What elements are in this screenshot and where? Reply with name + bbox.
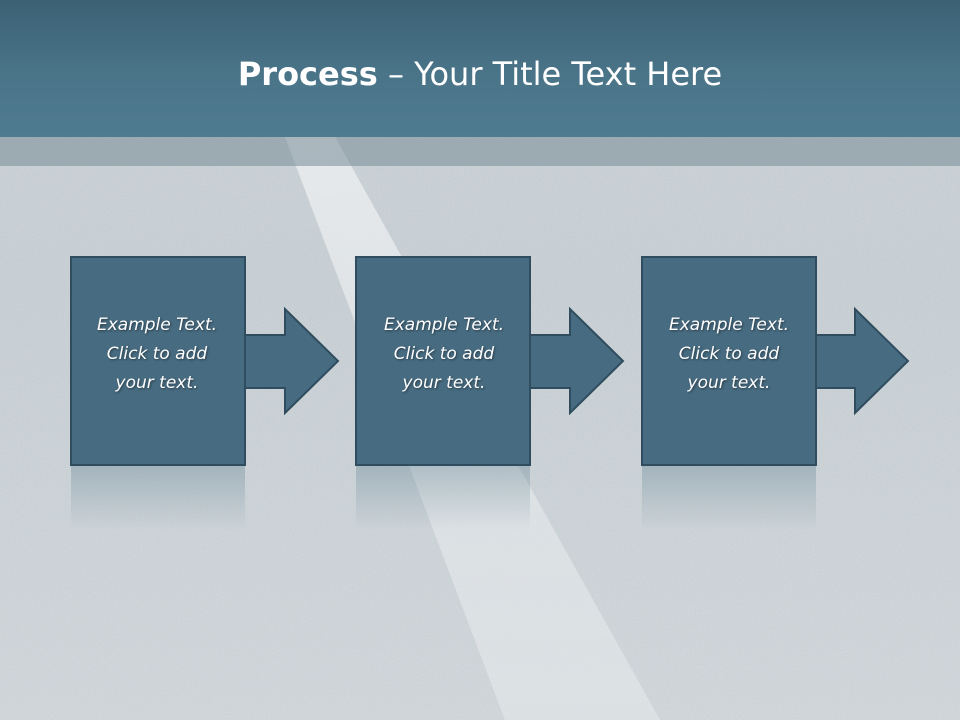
- step-2-arrow: [524, 306, 625, 416]
- step-3-box: [641, 256, 817, 466]
- step-2-line-3: your text.: [402, 373, 486, 393]
- step-2-text[interactable]: Example Text. Click to add your text.: [358, 311, 530, 398]
- step-3-line-1: Example Text.: [668, 315, 790, 335]
- step-3-reflection: [642, 466, 816, 530]
- title-underband: [0, 137, 960, 166]
- slide-title[interactable]: Process – Your Title Text Here: [0, 50, 960, 98]
- step-1-box: [70, 256, 246, 466]
- step-3-text[interactable]: Example Text. Click to add your text.: [643, 311, 815, 398]
- title-rest-text: – Your Title Text Here: [377, 55, 723, 93]
- step-1-line-2: Click to add: [106, 344, 208, 364]
- step-2-box: [355, 256, 531, 466]
- step-2-line-2: Click to add: [393, 344, 495, 364]
- step-3-line-3: your text.: [687, 373, 771, 393]
- step-1-reflection: [71, 466, 245, 530]
- step-3-line-2: Click to add: [678, 344, 780, 364]
- step-2-line-1: Example Text.: [383, 315, 505, 335]
- title-bar: [0, 0, 960, 137]
- step-1-line-3: your text.: [115, 373, 199, 393]
- step-3-arrow: [810, 306, 910, 416]
- step-1-text[interactable]: Example Text. Click to add your text.: [71, 311, 243, 398]
- step-2-reflection: [356, 466, 530, 530]
- process-step-2[interactable]: [355, 256, 625, 530]
- step-1-line-1: Example Text.: [96, 315, 218, 335]
- process-step-1[interactable]: [70, 256, 340, 530]
- title-bold-text: Process: [237, 55, 378, 93]
- process-step-3[interactable]: [641, 256, 910, 530]
- step-1-arrow: [239, 306, 340, 416]
